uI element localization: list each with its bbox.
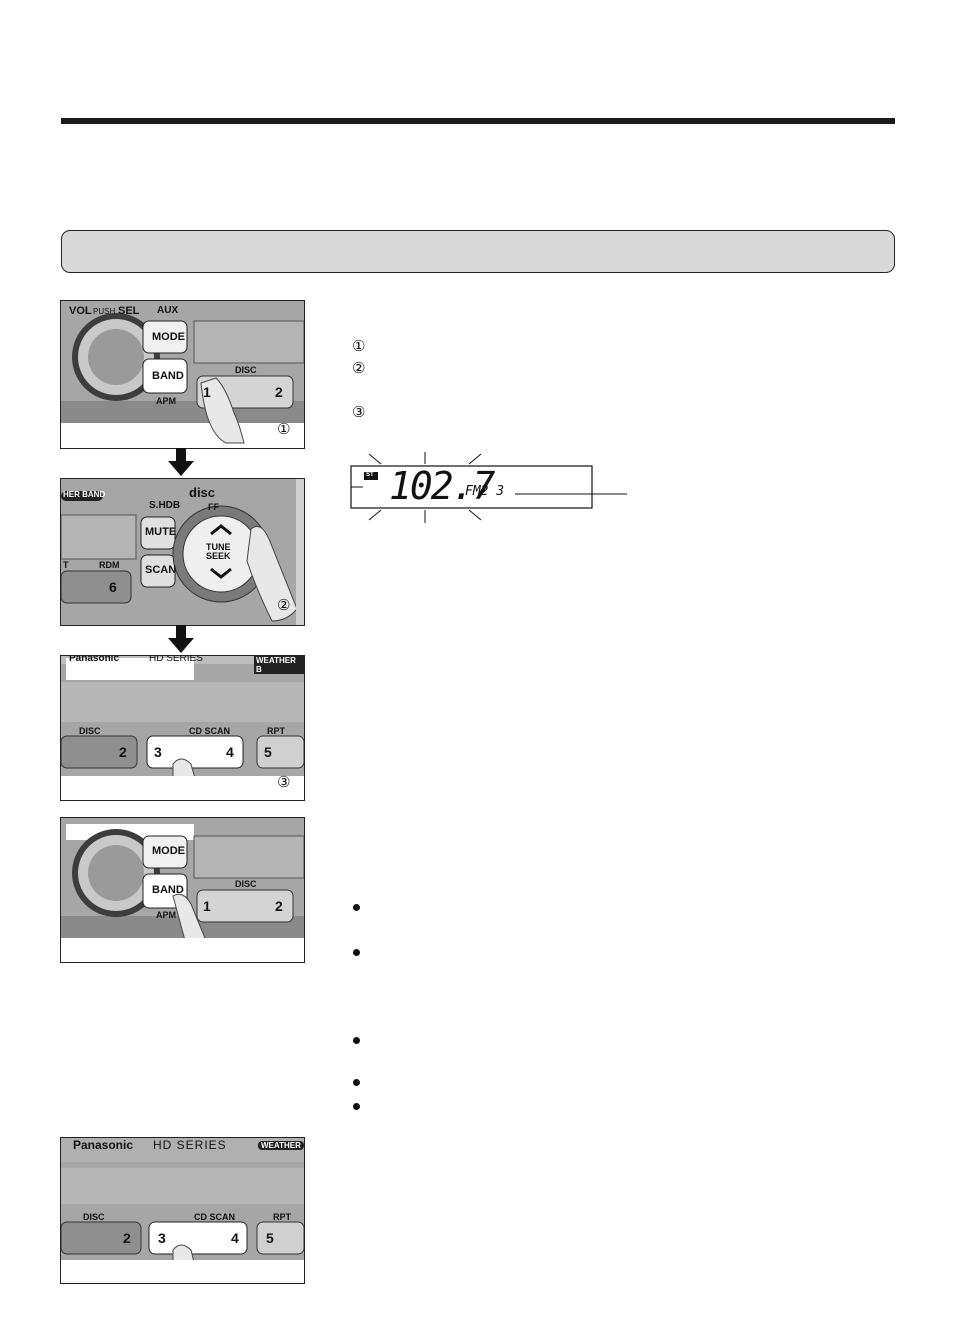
- preset-5-button[interactable]: 5: [266, 1230, 274, 1246]
- illustration-band-button-2: MODE BAND APM DISC 1 2: [60, 817, 305, 963]
- header-rule: [61, 118, 895, 124]
- seek-label[interactable]: SEEK: [206, 551, 231, 561]
- section-title-bar: [61, 230, 895, 273]
- step-1-marker: ①: [277, 420, 291, 438]
- illustration-band-button: VOL PUSH SEL AUX MODE BAND APM DISC 1 2 …: [60, 300, 305, 449]
- sel-label: SEL: [118, 305, 140, 317]
- disc-label: DISC: [79, 726, 101, 736]
- preset-4-button[interactable]: 4: [231, 1230, 239, 1246]
- rpt-label: RPT: [273, 1212, 291, 1222]
- arrow-down-icon: [168, 448, 194, 476]
- cdscan-label: CD SCAN: [194, 1212, 236, 1222]
- step-2-marker: ②: [277, 596, 291, 614]
- step-1-marker: ①: [352, 337, 366, 355]
- preset-4-button[interactable]: 4: [226, 744, 234, 760]
- t-label: T: [63, 560, 69, 570]
- shdb-label: S.HDB: [149, 500, 181, 511]
- weather-band-label: HER BAND: [63, 490, 106, 499]
- scan-button[interactable]: SCAN: [145, 564, 177, 576]
- disc-label: DISC: [235, 879, 257, 889]
- preset-3-button[interactable]: 3: [154, 744, 162, 760]
- step-2-marker: ②: [352, 359, 366, 377]
- disc-label: DISC: [235, 365, 257, 375]
- mode-button[interactable]: MODE: [152, 845, 185, 857]
- brand-logo: Panasonic: [73, 1138, 134, 1152]
- arrow-down-icon: [168, 625, 194, 653]
- preset-1-button[interactable]: 1: [203, 384, 211, 400]
- series-logo: HD SERIES: [149, 655, 203, 664]
- aux-label: AUX: [157, 305, 179, 316]
- preset-2-button[interactable]: 2: [275, 384, 283, 400]
- vol-label: VOL: [69, 305, 92, 317]
- band-readout: FM2 3: [465, 484, 505, 499]
- stereo-indicator: ST: [366, 472, 374, 478]
- disc-label: DISC: [83, 1212, 105, 1222]
- disc-logo: disc: [189, 485, 216, 500]
- bullet: [353, 1103, 360, 1110]
- preset-2-button[interactable]: 2: [275, 898, 283, 914]
- rpt-label: RPT: [267, 726, 285, 736]
- cdscan-label: CD SCAN: [189, 726, 231, 736]
- preset-2-button[interactable]: 2: [123, 1230, 131, 1246]
- preset-6-button[interactable]: 6: [109, 579, 117, 595]
- illustration-preset-button: Panasonic HD SERIES WEATHER B DISC CD SC…: [60, 655, 305, 801]
- preset-5-button[interactable]: 5: [264, 744, 272, 760]
- apm-label: APM: [156, 910, 176, 920]
- frequency-readout: 102.7: [389, 464, 495, 508]
- mute-button[interactable]: MUTE: [145, 526, 177, 538]
- lcd-display: ST 102.7 FM2 3: [345, 450, 635, 525]
- brand-logo: Panasonic: [69, 655, 120, 664]
- bullet: [353, 949, 360, 956]
- preset-3-button[interactable]: 3: [158, 1230, 166, 1246]
- weather-label: WEATHER: [258, 1141, 304, 1150]
- band-button[interactable]: BAND: [152, 884, 184, 896]
- rdm-label: RDM: [99, 560, 120, 570]
- apm-label: APM: [156, 396, 176, 406]
- preset-1-button[interactable]: 1: [203, 898, 211, 914]
- step-3-marker: ③: [352, 403, 366, 421]
- push-label: PUSH: [93, 307, 116, 316]
- band-button[interactable]: BAND: [152, 370, 184, 382]
- preset-2-button[interactable]: 2: [119, 744, 127, 760]
- series-logo: HD SERIES: [153, 1138, 227, 1152]
- bullet: [353, 1037, 360, 1044]
- weather-label: WEATHER B: [254, 656, 304, 674]
- mode-button[interactable]: MODE: [152, 331, 185, 343]
- step-3-marker: ③: [277, 773, 291, 791]
- bullet: [353, 1079, 360, 1086]
- illustration-tune-seek: HER BAND disc S.HDB FF MUTE SCAN TUNE SE…: [60, 478, 305, 626]
- ff-label: FF: [208, 502, 219, 512]
- bullet: [353, 904, 360, 911]
- illustration-preset-button-2: Panasonic HD SERIES WEATHER DISC CD SCAN…: [60, 1137, 305, 1284]
- tune-label[interactable]: TUNE: [206, 542, 231, 552]
